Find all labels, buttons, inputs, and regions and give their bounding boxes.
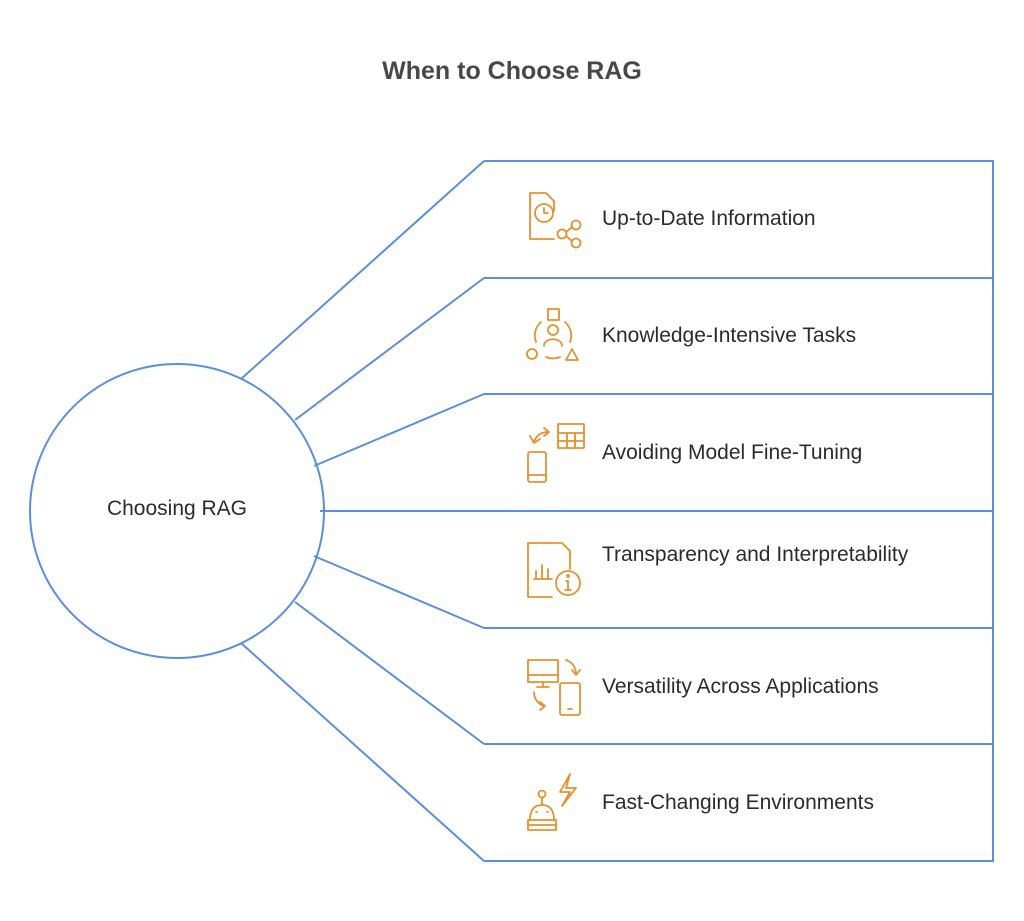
phone-table-sync-icon <box>524 422 586 484</box>
item-label: Knowledge-Intensive Tasks <box>602 324 857 347</box>
connector-line <box>240 160 485 380</box>
chart-document-info-icon <box>524 539 586 601</box>
item-label: Transparency and Interpretability <box>602 543 909 566</box>
item-label: Fast-Changing Environments <box>602 791 874 814</box>
robot-lightning-icon <box>524 772 586 834</box>
diagram-title: When to Choose RAG <box>382 57 642 85</box>
connector-line <box>313 555 485 629</box>
connector-line <box>294 601 485 745</box>
item-label: Versatility Across Applications <box>602 675 879 698</box>
item-label: Up-to-Date Information <box>602 207 816 230</box>
desktop-mobile-sync-icon <box>524 656 586 718</box>
connector-line <box>240 642 485 862</box>
person-shapes-icon <box>524 306 586 368</box>
connector-line <box>294 277 485 421</box>
connector-line <box>313 393 485 467</box>
clock-document-share-icon <box>524 189 586 251</box>
center-label: Choosing RAG <box>106 497 248 520</box>
item-label: Avoiding Model Fine-Tuning <box>602 441 863 464</box>
